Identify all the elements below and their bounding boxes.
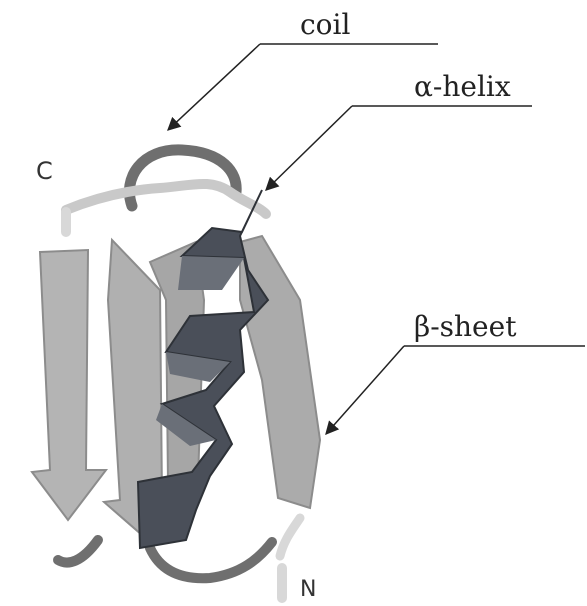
coil-right-link xyxy=(280,518,300,556)
coil-pointer-arrow xyxy=(168,44,260,130)
helix-pointer-arrow xyxy=(266,106,352,190)
coil-callout: coil xyxy=(168,8,438,130)
sheet-pointer-arrow xyxy=(326,346,404,434)
sheet-label: β-sheet xyxy=(414,310,517,343)
coil-top-loop xyxy=(129,150,236,206)
coil-bottom-center xyxy=(150,542,272,578)
coil-label: coil xyxy=(300,8,350,41)
n-terminus-label: N xyxy=(300,577,316,602)
c-terminus-label: C xyxy=(36,157,53,185)
coil-bottom-left xyxy=(58,540,98,563)
beta-strand-1 xyxy=(32,250,106,520)
helix-callout: α-helix xyxy=(266,70,532,190)
sheet-callout: β-sheet xyxy=(326,310,585,434)
helix-label: α-helix xyxy=(414,70,511,103)
